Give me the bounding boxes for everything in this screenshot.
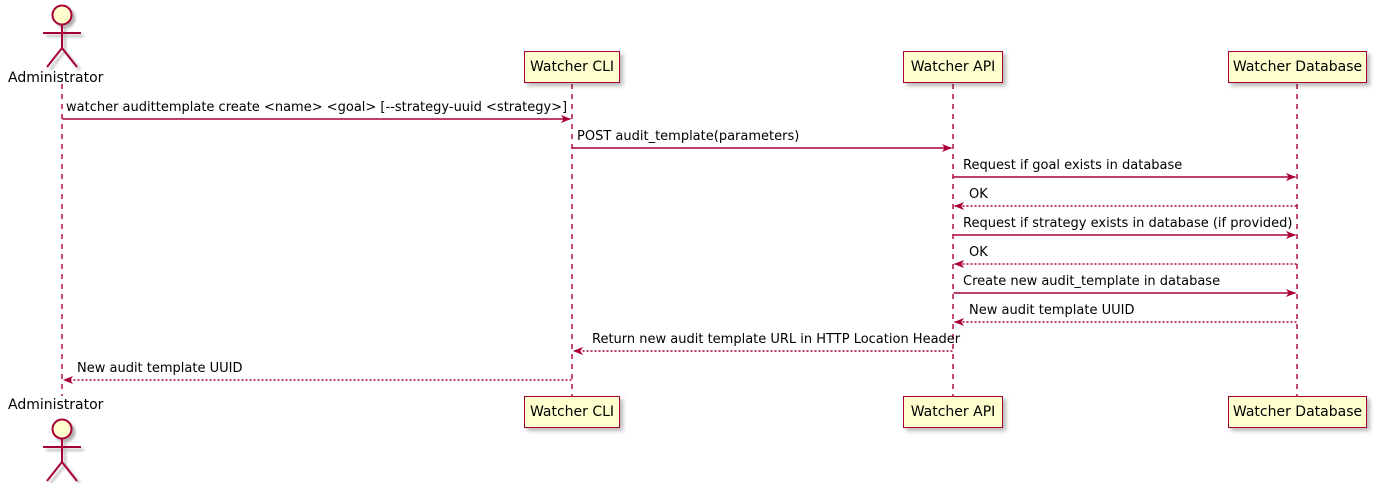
participant-box-watcher-database-top[interactable]: Watcher Database [1228,51,1367,83]
participant-label-watcher-database: Watcher Database [1232,59,1363,75]
message-label-6: OK [969,245,988,260]
participant-label-watcher-cli: Watcher CLI [529,59,615,75]
message-label-3: Request if goal exists in database [963,158,1183,173]
participant-box-watcher-api-top[interactable]: Watcher API [903,51,1003,83]
participant-label-watcher-api: Watcher API [910,59,996,75]
message-label-10: New audit template UUID [77,361,243,376]
participant-label-watcher-database: Watcher Database [1232,404,1363,420]
message-label-4: OK [969,187,988,202]
actor-leg-left [46,461,63,482]
actor-leg-right [61,461,78,482]
message-label-5: Request if strategy exists in database (… [963,216,1293,231]
message-arrows-group [62,115,1297,384]
actor-figures-group [43,4,81,482]
participant-label-watcher-cli: Watcher CLI [529,404,615,420]
actor-head [51,418,73,440]
participant-box-watcher-api-bottom[interactable]: Watcher API [903,396,1003,428]
message-label-1: watcher audittemplate create <name> <goa… [66,100,568,115]
participant-label-watcher-api: Watcher API [910,404,996,420]
message-label-7: Create new audit_template in database [963,274,1221,289]
actor-figure-administrator-top [43,4,81,68]
participant-box-watcher-database-bottom[interactable]: Watcher Database [1228,396,1367,428]
actor-figure-administrator-bottom [43,418,81,482]
actor-leg-right [61,47,78,68]
actor-leg-left [46,47,63,68]
message-label-8: New audit template UUID [969,303,1135,318]
message-label-2: POST audit_template(parameters) [577,129,800,144]
actor-head [51,4,73,26]
participant-box-watcher-cli-bottom[interactable]: Watcher CLI [524,396,620,428]
lifelines-group [61,84,1298,396]
participant-box-watcher-cli-top[interactable]: Watcher CLI [524,51,620,83]
message-label-9: Return new audit template URL in HTTP Lo… [592,332,961,347]
actor-label-administrator-top: Administrator [8,70,104,86]
actor-label-administrator-bottom: Administrator [8,397,104,413]
